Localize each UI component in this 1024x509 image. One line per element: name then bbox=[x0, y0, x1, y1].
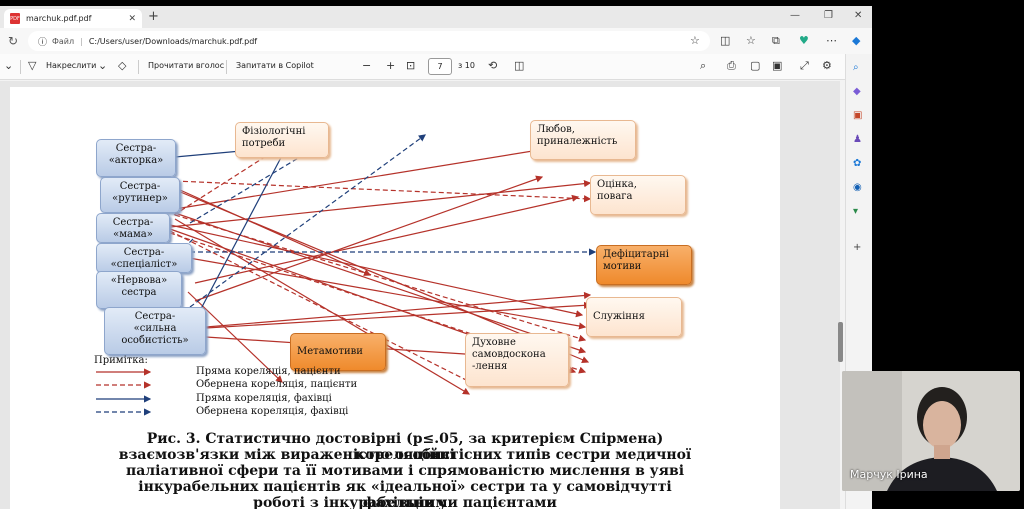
games-icon[interactable]: ♟ bbox=[853, 134, 862, 145]
rotate-icon[interactable]: ⟲ bbox=[488, 59, 498, 72]
pdf-page: Сестра-«акторка» Сестра-«рутинер» Сестра… bbox=[10, 87, 780, 509]
legend-inverse-patients: Обернена кореляція, пацієнти bbox=[196, 379, 358, 390]
minimize-icon[interactable]: — bbox=[790, 10, 800, 21]
save-icon[interactable]: ▢ bbox=[750, 59, 761, 72]
draw-button[interactable]: Накреслити bbox=[46, 61, 97, 70]
pdf-toolbar: ⌄ ▽ Накреслити ⌄ ◇ Прочитати вголос Запи… bbox=[0, 54, 872, 80]
legend-direct-specialists: Пряма кореляція, фахівці bbox=[196, 393, 332, 404]
box-sister-specialist: Сестра-«спеціаліст» bbox=[96, 243, 192, 273]
collections-icon[interactable]: ⧉ bbox=[772, 34, 780, 47]
search-icon[interactable]: ⌕ bbox=[700, 59, 707, 72]
box-nervous-sister: «Нервова»сестра bbox=[96, 271, 182, 309]
box-esteem: Оцінка,повага bbox=[590, 175, 686, 215]
save-as-icon[interactable]: ▣ bbox=[772, 59, 783, 72]
box-metamotives: Метамотиви bbox=[290, 333, 386, 371]
new-tab-icon[interactable]: + bbox=[148, 9, 159, 24]
participant-video bbox=[842, 371, 1020, 491]
tab-title: marchuk.pdf.pdf bbox=[26, 14, 92, 23]
drop-icon[interactable]: ▾ bbox=[853, 206, 859, 217]
address-separator: | bbox=[80, 36, 83, 46]
extension-icon[interactable]: ♥ bbox=[799, 34, 809, 47]
legend-title: Примітка: bbox=[94, 355, 148, 366]
box-sister-routine: Сестра-«рутинер» bbox=[100, 177, 180, 213]
toolbar-divider bbox=[138, 60, 139, 74]
split-screen-icon[interactable]: ◫ bbox=[720, 34, 731, 47]
page-view-icon[interactable]: ◫ bbox=[514, 59, 525, 72]
favorite-star-icon[interactable]: ☆ bbox=[690, 34, 700, 47]
page-number-input[interactable]: 7 bbox=[428, 58, 452, 75]
participant-name: Марчук Ірина bbox=[850, 468, 928, 481]
box-sister-actress: Сестра-«акторка» bbox=[96, 139, 176, 177]
copilot-icon[interactable]: ◆ bbox=[852, 34, 861, 47]
address-label: Файл bbox=[52, 36, 75, 46]
url-field[interactable]: ⓘ Файл | C:/Users/user/Downloads/marchuk… bbox=[28, 31, 710, 51]
zoom-out-icon[interactable]: − bbox=[362, 59, 372, 72]
address-url: C:/Users/user/Downloads/marchuk.pdf.pdf bbox=[88, 36, 258, 46]
webcam-feed: Марчук Ірина bbox=[842, 371, 1020, 491]
page-total: з 10 bbox=[458, 61, 475, 70]
box-sister-mother: Сестра-«мама» bbox=[96, 213, 170, 243]
refresh-icon[interactable]: ↻ bbox=[8, 34, 19, 48]
eraser-icon[interactable]: ◇ bbox=[118, 59, 127, 72]
toolbar-divider bbox=[20, 60, 21, 74]
caption-line-1: Рис. 3. Статистично достовірні (р≤.05, з… bbox=[146, 431, 664, 463]
tag-icon[interactable]: ◆ bbox=[853, 86, 861, 97]
close-window-icon[interactable]: ✕ bbox=[854, 10, 863, 21]
close-tab-icon[interactable]: ✕ bbox=[128, 13, 136, 24]
address-bar: ↻ ⓘ Файл | C:/Users/user/Downloads/march… bbox=[0, 28, 872, 54]
caption-line-3: паліативної сфери та її мотивами і спрям… bbox=[125, 463, 685, 479]
caption-line-5: роботі з інкурабельними пацієнтами bbox=[253, 495, 557, 509]
fit-page-icon[interactable]: ⊡ bbox=[406, 59, 416, 72]
add-icon[interactable]: + bbox=[853, 242, 862, 253]
pdf-viewer[interactable]: Сестра-«акторка» Сестра-«рутинер» Сестра… bbox=[0, 81, 840, 509]
more-menu-icon[interactable]: ⋯ bbox=[826, 34, 837, 47]
pdf-file-icon: PDF bbox=[10, 13, 20, 24]
info-icon[interactable]: ⓘ bbox=[38, 37, 48, 48]
legend-inverse-specialists: Обернена кореляція, фахівці bbox=[196, 406, 349, 417]
search-icon[interactable]: ⌕ bbox=[853, 62, 859, 73]
maximize-icon[interactable]: ❐ bbox=[824, 10, 833, 21]
caption-line-4: інкурабельних пацієнтів як «ідеальної» с… bbox=[138, 479, 672, 509]
draw-icon[interactable]: ▽ bbox=[28, 59, 37, 72]
legend-direct-patients: Пряма кореляція, пацієнти bbox=[196, 366, 341, 377]
box-love-belonging: Любов,приналежність bbox=[530, 120, 636, 160]
tab-pdf[interactable]: PDF marchuk.pdf.pdf ✕ bbox=[4, 9, 142, 28]
print-icon[interactable]: ⎙ bbox=[727, 59, 736, 72]
expand-icon[interactable]: ⤢ bbox=[800, 59, 809, 72]
browser-window: PDF marchuk.pdf.pdf ✕ + — ❐ ✕ ↻ ⓘ Файл |… bbox=[0, 6, 872, 509]
chevron-down-icon[interactable]: ⌄ bbox=[98, 59, 108, 72]
outlook-icon[interactable]: ◉ bbox=[853, 182, 862, 193]
toolbar-divider bbox=[226, 60, 227, 74]
read-aloud-button[interactable]: Прочитати вголос bbox=[148, 61, 225, 70]
office-icon[interactable]: ✿ bbox=[853, 158, 862, 169]
toolbox-icon[interactable]: ▣ bbox=[853, 110, 863, 121]
caption-line-2: взаємозв'язки між вираженістю особистісн… bbox=[118, 447, 692, 463]
settings-gear-icon[interactable]: ⚙ bbox=[822, 59, 832, 72]
scrollbar-thumb[interactable] bbox=[838, 322, 843, 362]
favorites-icon[interactable]: ☆ bbox=[746, 34, 756, 47]
box-service: Служіння bbox=[586, 297, 682, 337]
chevron-down-icon[interactable]: ⌄ bbox=[4, 59, 14, 72]
tab-bar: PDF marchuk.pdf.pdf ✕ + — ❐ ✕ bbox=[0, 6, 872, 28]
ask-copilot-button[interactable]: Запитати в Copilot bbox=[236, 61, 314, 70]
zoom-in-icon[interactable]: + bbox=[386, 59, 396, 72]
